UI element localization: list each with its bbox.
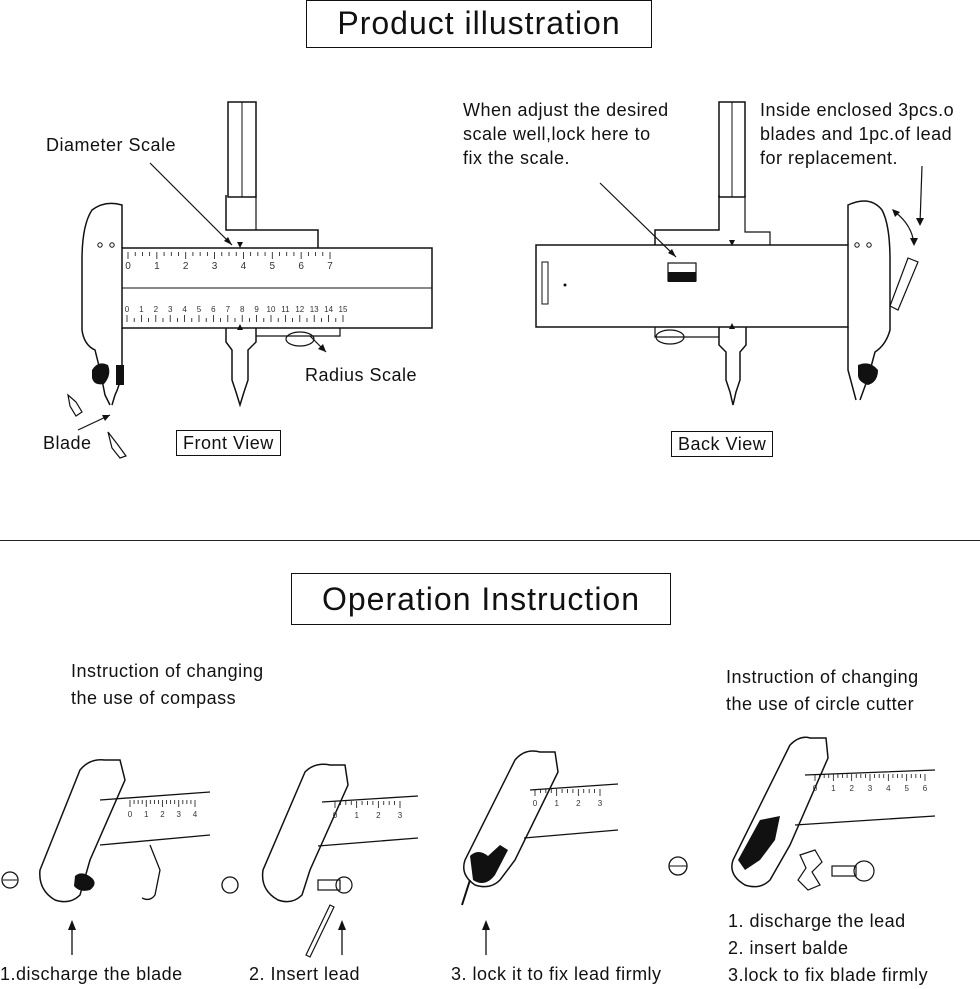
product-illustration-title: Product illustration (306, 0, 652, 48)
enclosed-note-line: for replacement. (760, 148, 899, 168)
radius-tick-label: 10 (267, 305, 276, 314)
radius-tick-label: 12 (295, 305, 304, 314)
radius-tick-label: 7 (226, 305, 231, 314)
cutter-step-line: 2. insert balde (728, 938, 849, 958)
cutter-upper-tick-label: 3 (868, 784, 873, 793)
step1-upper-tick-label: 4 (193, 810, 198, 819)
diameter-scale-label: Diameter Scale (46, 135, 177, 155)
radius-tick-label: 0 (125, 305, 130, 314)
diameter-tick-label: 1 (154, 261, 160, 272)
radius-tick-label: 5 (197, 305, 202, 314)
step2-caption: 2. Insert lead (249, 964, 361, 984)
diameter-tick-label: 5 (270, 261, 276, 272)
step2-upper-tick-label: 2 (376, 811, 381, 820)
diameter-tick-label: 0 (125, 261, 131, 272)
step3-caption: 3. lock it to fix lead firmly (451, 964, 662, 984)
cutter-steps: 1. discharge the lead 2. insert balde 3.… (728, 908, 928, 989)
compass-heading-line: the use of compass (71, 688, 237, 708)
radius-tick-label: 9 (254, 305, 259, 314)
cutter-upper-tick-label: 0 (813, 784, 818, 793)
radius-tick-label: 2 (154, 305, 159, 314)
lock-note-line: scale well,lock here to (463, 124, 651, 144)
radius-tick-label: 3 (168, 305, 173, 314)
step1-upper-tick-label: 3 (177, 810, 182, 819)
step1-upper-tick-label: 0 (128, 810, 133, 819)
diameter-tick-label: 4 (241, 261, 247, 272)
step2-figure: 0 1 2 3 (221, 763, 419, 958)
compass-heading: Instruction of changing the use of compa… (71, 658, 264, 712)
front-view-label: Front View (176, 430, 281, 456)
blade-label: Blade (43, 433, 92, 453)
step3-figure: 0 1 2 3 (461, 750, 619, 955)
diameter-scale-ticks: 0 1 2 3 4 5 6 7 (125, 252, 333, 272)
diameter-tick-label: 3 (212, 261, 218, 272)
diameter-tick-label: 6 (298, 261, 304, 272)
radius-tick-label: 1 (139, 305, 144, 314)
lock-note-line: When adjust the desired (463, 100, 669, 120)
cutter-upper-tick-label: 2 (849, 784, 854, 793)
compass-heading-line: Instruction of changing (71, 661, 264, 681)
radius-tick-label: 6 (211, 305, 216, 314)
step2-upper-tick-label: 0 (333, 811, 338, 820)
section-divider (0, 540, 980, 541)
enclosed-note: Inside enclosed 3pcs.o blades and 1pc.of… (760, 98, 954, 170)
step3-upper-tick-label: 2 (576, 799, 581, 808)
operation-instruction-title: Operation Instruction (291, 573, 671, 625)
step2-upper-tick-label: 1 (354, 811, 359, 820)
radius-tick-label: 8 (240, 305, 245, 314)
radius-tick-label: 14 (324, 305, 333, 314)
cutter-upper-tick-label: 4 (886, 784, 891, 793)
step2-upper-tick-label: 3 (398, 811, 403, 820)
back-view-label: Back View (671, 431, 774, 457)
cutter-heading-line: Instruction of changing (726, 667, 919, 687)
step1-upper-tick-label: 1 (144, 810, 149, 819)
cutter-upper-tick-label: 6 (923, 784, 928, 793)
cutter-step-line: 3.lock to fix blade firmly (728, 965, 929, 985)
cutter-upper-tick-label: 5 (904, 784, 909, 793)
enclosed-note-line: blades and 1pc.of lead (760, 124, 953, 144)
diameter-tick-label: 7 (327, 261, 333, 272)
step1-figure: 0 1 2 3 4 (1, 758, 211, 955)
cutter-heading-line: the use of circle cutter (726, 694, 915, 714)
lock-note-line: fix the scale. (463, 148, 571, 168)
cutter-figure: 0 1 2 3 4 5 6 (668, 736, 936, 891)
radius-tick-label: 15 (339, 305, 348, 314)
radius-tick-label: 11 (281, 305, 290, 314)
cutter-step-line: 1. discharge the lead (728, 911, 906, 931)
radius-scale-label: Radius Scale (305, 365, 418, 385)
step3-upper-tick-label: 1 (554, 799, 559, 808)
radius-tick-label: 4 (182, 305, 187, 314)
cutter-heading: Instruction of changing the use of circl… (726, 664, 919, 718)
diameter-tick-label: 2 (183, 261, 189, 272)
lock-note: When adjust the desired scale well,lock … (463, 98, 669, 170)
step3-upper-tick-label: 0 (533, 799, 538, 808)
step1-caption: 1.discharge the blade (0, 964, 183, 984)
step1-upper-tick-label: 2 (160, 810, 165, 819)
step3-upper-tick-label: 3 (598, 799, 603, 808)
radius-tick-label: 13 (310, 305, 319, 314)
cutter-upper-tick-label: 1 (831, 784, 836, 793)
enclosed-note-line: Inside enclosed 3pcs.o (760, 100, 955, 120)
